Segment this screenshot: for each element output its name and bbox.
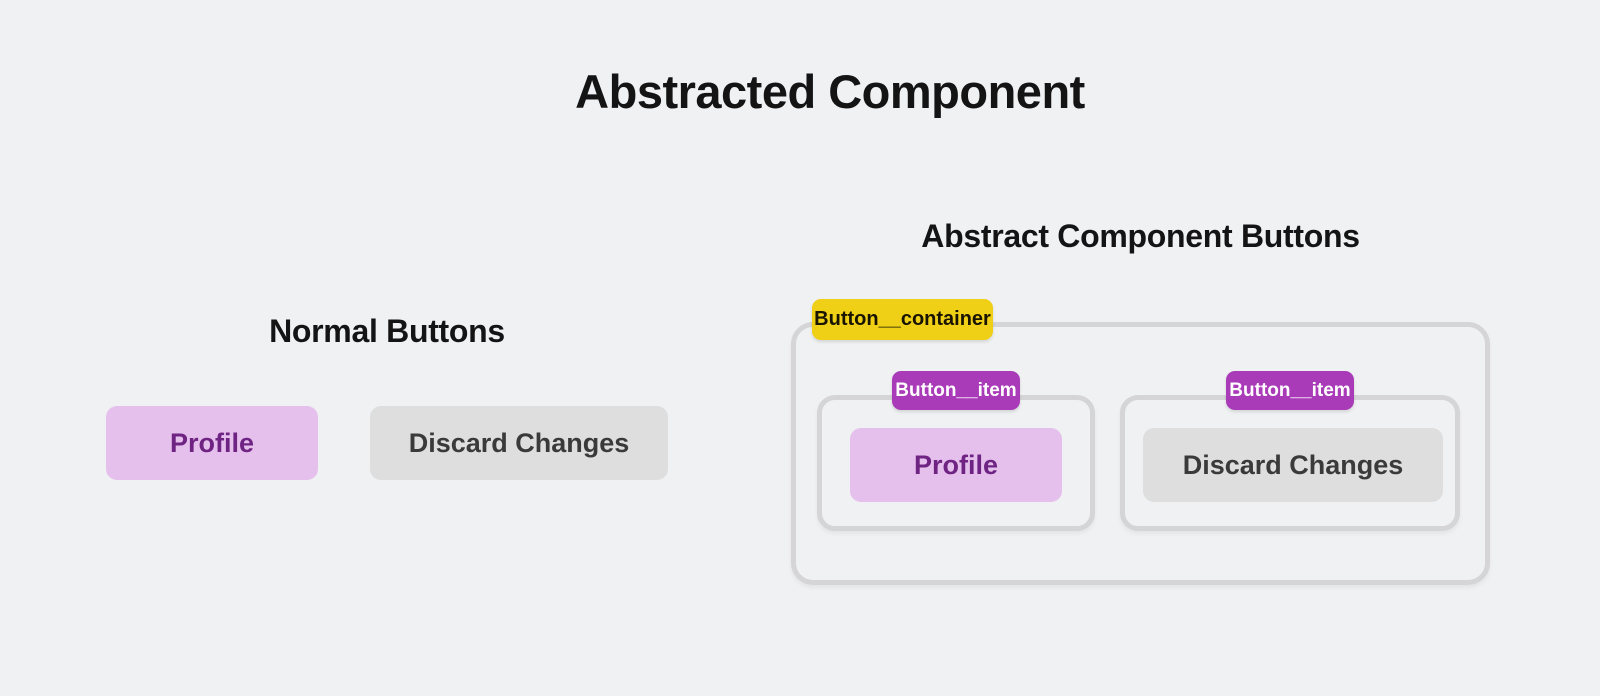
button-item-tag-profile: Button__item	[892, 371, 1020, 410]
normal-buttons-heading: Normal Buttons	[269, 313, 505, 349]
button-item-tag-discard: Button__item	[1226, 371, 1354, 410]
abstract-component-buttons-heading: Abstract Component Buttons	[921, 218, 1360, 254]
button-container-tag: Button__container	[812, 299, 993, 340]
abstract-profile-button[interactable]: Profile	[850, 428, 1062, 502]
profile-button[interactable]: Profile	[106, 406, 318, 480]
button-container-frame	[791, 322, 1490, 585]
abstract-discard-changes-button[interactable]: Discard Changes	[1143, 428, 1443, 502]
discard-changes-button[interactable]: Discard Changes	[370, 406, 668, 480]
page-title: Abstracted Component	[575, 65, 1085, 118]
